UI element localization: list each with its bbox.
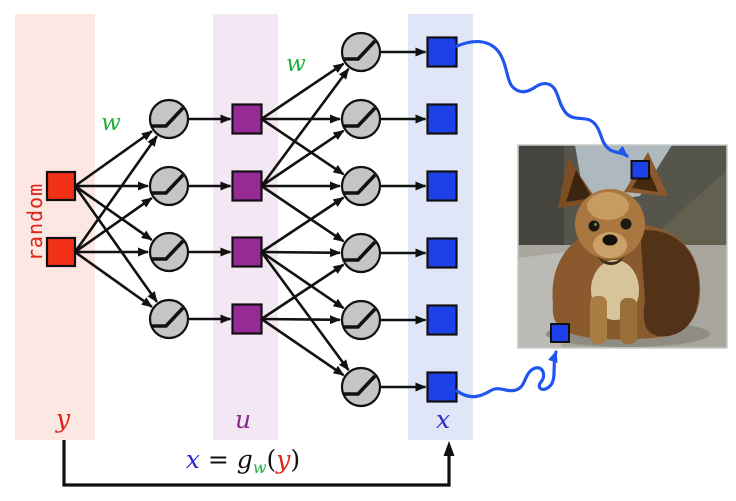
- weight-edge-arrow: [260, 62, 345, 121]
- activation-function-icon: [152, 239, 185, 261]
- activation-function-icon: [344, 374, 377, 396]
- activation-function-icon: [344, 106, 377, 128]
- weight-edge-arrow: [260, 184, 345, 243]
- formula-x: x: [185, 445, 200, 474]
- y-input-band: [15, 14, 95, 440]
- photo-border: [517, 144, 728, 349]
- dog-mouth: [598, 256, 624, 265]
- activation-node: [148, 98, 190, 140]
- weight-edge-arrow: [260, 251, 350, 371]
- u-hidden-node: [231, 236, 263, 268]
- activation-node: [340, 232, 382, 274]
- dog-photo: [518, 145, 727, 348]
- weight-edge-arrow: [260, 129, 345, 188]
- u-hidden-band: [213, 14, 278, 440]
- activation-function-icon: [152, 306, 185, 328]
- weight-edge-arrow: [261, 315, 342, 325]
- activation-node: [340, 98, 382, 140]
- dog-leg-left: [590, 296, 607, 344]
- formula-g: g: [236, 445, 253, 474]
- y-input-random-node: [45, 170, 77, 202]
- activation-function-icon: [344, 307, 377, 329]
- y-to-x-bracket: [62, 440, 451, 487]
- x-output-node: [426, 237, 458, 269]
- weight-edge-arrow: [260, 263, 345, 321]
- network-nodes: [45, 31, 458, 408]
- x-output-node: [426, 36, 458, 68]
- activation-node: [340, 366, 382, 408]
- activation-node: [148, 231, 190, 273]
- formula-close-paren: ): [290, 445, 301, 474]
- activation-node: [148, 298, 190, 340]
- bracket-arrowhead-icon: [443, 441, 455, 456]
- dog-saddle: [640, 229, 700, 337]
- weight-edge-arrow: [73, 185, 158, 303]
- weight-edge-arrow: [74, 130, 153, 188]
- formula-w-subscript: w: [252, 458, 267, 478]
- activation-node: [340, 31, 382, 73]
- dog-eye-right: [620, 218, 632, 230]
- dog-forehead: [587, 192, 629, 220]
- u-hidden-node: [231, 103, 263, 135]
- network-edges: [73, 47, 427, 392]
- activation-function-icon: [344, 39, 377, 61]
- dog-eye-left: [588, 220, 600, 232]
- activation-function-icon: [344, 240, 377, 262]
- x-output-node: [426, 103, 458, 135]
- weight-label-hidden: w: [286, 51, 306, 77]
- u-band-label: u: [234, 405, 252, 434]
- activation-node: [148, 165, 190, 207]
- weight-edge-arrow: [261, 248, 342, 258]
- activation-function-icon: [152, 106, 185, 128]
- activation-node: [340, 299, 382, 341]
- y-input-random-node: [45, 236, 77, 268]
- activation-node: [340, 165, 382, 207]
- dog-nose: [602, 234, 618, 246]
- dog-leg-right: [620, 298, 637, 344]
- pixel-marker-bottom: [550, 323, 570, 343]
- generator-formula: x = gw(y): [143, 445, 343, 477]
- x-band-label: x: [435, 405, 451, 434]
- x-output-node: [426, 371, 458, 403]
- weight-label-input: w: [101, 110, 121, 136]
- u-hidden-node: [231, 170, 263, 202]
- wavy-arrow-top: [455, 40, 629, 158]
- formula-y: y: [276, 445, 291, 474]
- dog-ear-left-inner: [566, 170, 592, 202]
- activation-function-icon: [152, 173, 185, 195]
- x-output-node: [426, 170, 458, 202]
- x-output-node: [426, 304, 458, 336]
- weight-edge-arrow: [260, 317, 345, 377]
- weight-edge-arrow: [74, 197, 153, 254]
- pixel-marker-top: [630, 160, 650, 180]
- weight-edge-arrow: [260, 250, 345, 310]
- y-band-label: y: [55, 404, 71, 433]
- formula-open-paren: (: [266, 445, 277, 474]
- x-output-band: [408, 14, 473, 440]
- weight-edge-arrow: [74, 250, 153, 308]
- formula-equals: =: [207, 445, 229, 474]
- weight-edge-arrow: [260, 196, 345, 254]
- random-label: random: [23, 182, 47, 262]
- weight-edge-arrow: [74, 184, 153, 241]
- weight-edge-arrow: [73, 135, 158, 253]
- photo-shadow-left: [518, 145, 564, 255]
- wavy-arrow-bottom: [455, 350, 558, 399]
- weight-edge-arrow: [260, 68, 350, 187]
- weight-edge-arrow: [260, 117, 345, 176]
- u-hidden-node: [231, 303, 263, 335]
- dog-eye-shine: [594, 223, 597, 226]
- activation-function-icon: [344, 173, 377, 195]
